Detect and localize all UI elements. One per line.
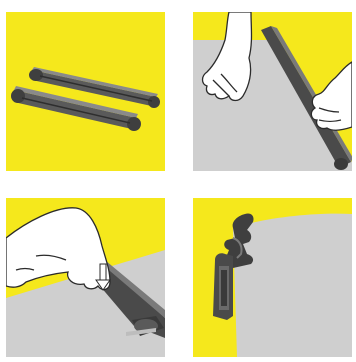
right-hand-icon	[311, 62, 352, 130]
profile-clipped-illustration	[193, 198, 352, 357]
step-3-panel	[6, 198, 165, 357]
hand-pressing-profile-illustration	[6, 198, 165, 357]
step-2-panel	[193, 12, 352, 171]
hands-holding-sheet-illustration	[193, 12, 352, 171]
pressing-hand-icon	[6, 208, 110, 290]
step-1-panel	[6, 12, 165, 171]
two-profiles-illustration	[6, 12, 165, 171]
step-4-panel	[193, 198, 352, 357]
